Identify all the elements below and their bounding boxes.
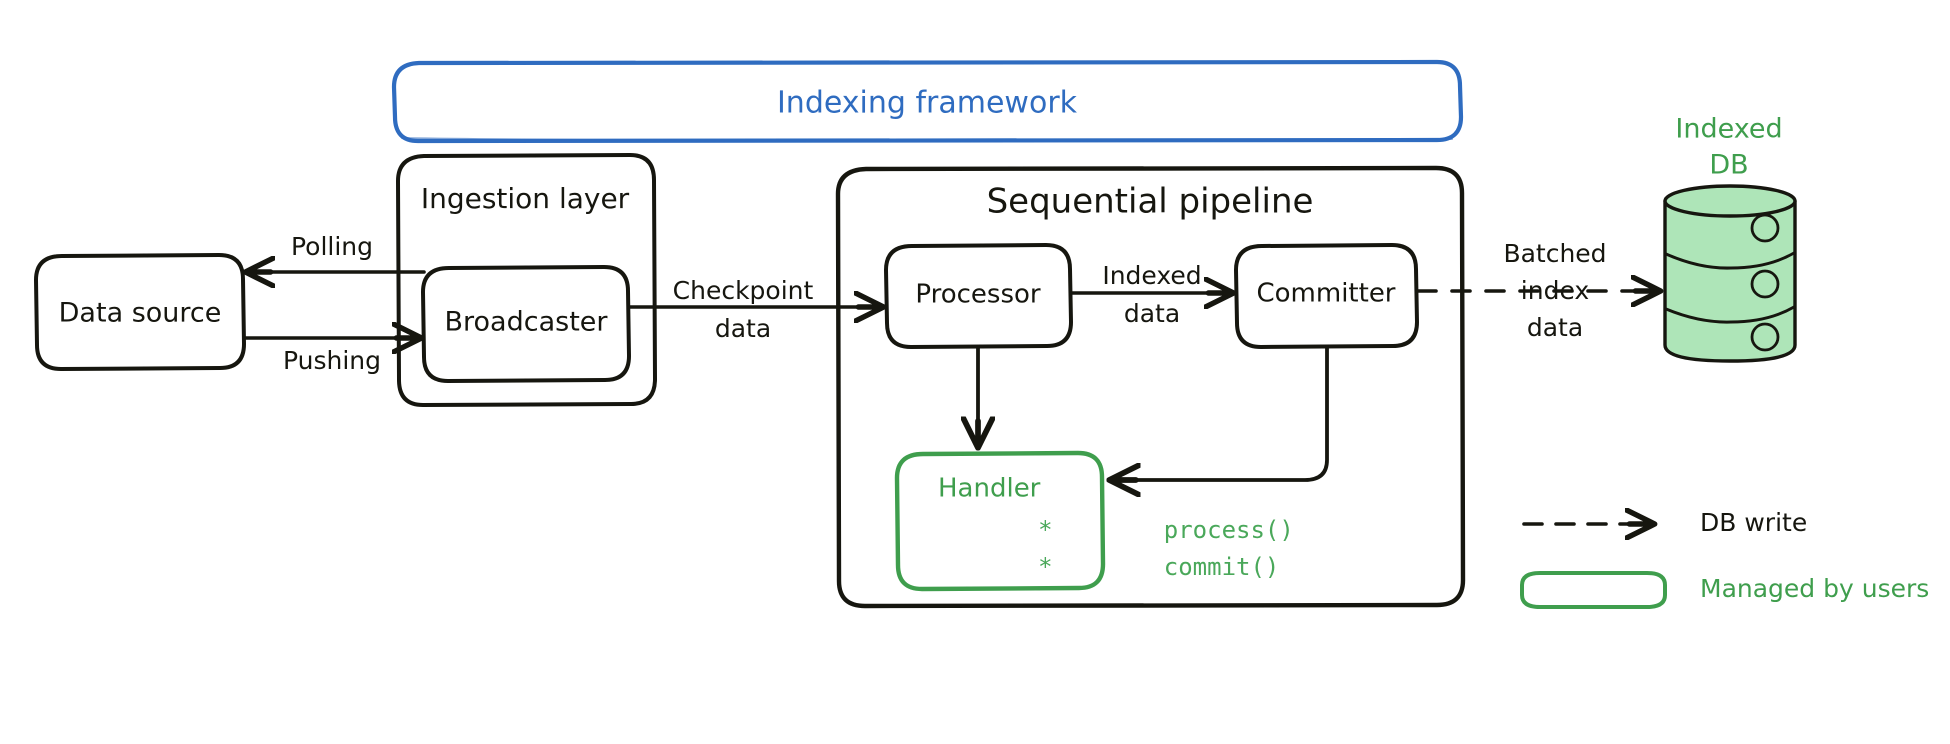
edge-indexed-data: Indexed data (1069, 261, 1231, 328)
edge-committer-to-handler (1112, 346, 1329, 480)
legend: DB write Managed by users (1520, 508, 1929, 609)
group-sequential-pipeline-label: Sequential pipeline (987, 182, 1314, 222)
green-rounded-box-icon (1520, 571, 1667, 609)
legend-item-managed-by-users: Managed by users (1520, 571, 1929, 609)
node-broadcaster-label: Broadcaster (445, 307, 609, 338)
legend-label-db-write: DB write (1700, 508, 1807, 537)
indexed-db[interactable]: Indexed DB (1663, 114, 1797, 363)
handler-method-name-1: commit() (1164, 553, 1280, 581)
edge-checkpoint-data-label-line2: data (715, 314, 771, 343)
edge-checkpoint-data-label-line1: Checkpoint (673, 276, 814, 305)
edge-polling-label: Polling (291, 232, 373, 261)
indexed-db-label-line1: Indexed (1675, 114, 1782, 145)
edge-indexed-data-label-line2: data (1124, 299, 1180, 328)
legend-item-db-write: DB write (1522, 508, 1807, 537)
legend-label-managed-by-users: Managed by users (1700, 574, 1929, 603)
group-sequential-pipeline: Sequential pipeline (835, 165, 1466, 609)
group-ingestion-layer: Ingestion layer (396, 153, 657, 407)
node-processor[interactable]: Processor (884, 243, 1073, 349)
node-data-source-label: Data source (59, 298, 222, 329)
handler-method-process: * process() (937, 516, 1366, 544)
edge-batched-index-data-label-line2: index (1521, 276, 1589, 305)
node-broadcaster[interactable]: Broadcaster (421, 265, 631, 383)
edge-indexed-data-label-line1: Indexed (1102, 261, 1201, 290)
handler-bullet-1: * (1038, 553, 1052, 581)
db-indicator-dot-3 (1750, 322, 1780, 352)
db-indicator-dot-1 (1750, 213, 1780, 243)
node-handler-label: Handler (938, 474, 1041, 504)
edge-batched-index-data-label-line1: Batched (1503, 239, 1606, 268)
node-handler[interactable]: Handler * process() * commit() (894, 450, 1366, 592)
edge-pushing: Pushing (242, 338, 419, 375)
indexing-framework-banner: Indexing framework (391, 59, 1464, 144)
edge-pushing-label: Pushing (283, 346, 381, 375)
db-indicator-dot-2 (1750, 269, 1780, 299)
edge-batched-index-data: Batched index data (1416, 239, 1658, 342)
indexing-framework-label: Indexing framework (777, 86, 1078, 121)
group-ingestion-layer-label: Ingestion layer (421, 182, 630, 215)
indexed-db-label-line2: DB (1709, 150, 1748, 181)
edge-batched-index-data-label-line3: data (1527, 313, 1583, 342)
edge-polling: Polling (248, 232, 426, 272)
handler-bullet-0: * (1038, 516, 1052, 544)
handler-method-name-0: process() (1164, 516, 1294, 544)
node-processor-label: Processor (915, 280, 1041, 310)
node-committer[interactable]: Committer (1234, 243, 1419, 349)
edge-checkpoint-data: Checkpoint data (627, 276, 881, 343)
node-committer-label: Committer (1256, 279, 1395, 309)
handler-method-commit: * commit() (937, 553, 1352, 581)
node-data-source[interactable]: Data source (34, 253, 246, 371)
